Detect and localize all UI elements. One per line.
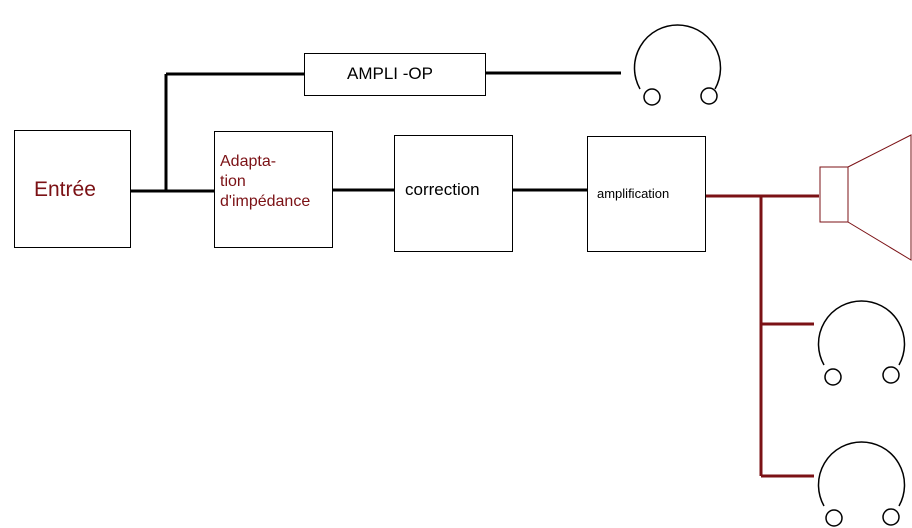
headphones-icon [817,300,906,386]
adaptation-label-line2: tion [220,173,246,190]
entree-block [14,130,131,248]
correction-label: correction [405,180,480,199]
output-lines [706,194,819,478]
headphones-icon [633,24,722,106]
adaptation-label-line1: Adapta- [220,153,277,170]
correction-block [394,135,513,252]
speaker-icon [819,134,912,261]
ampli-op-label: AMPLI -OP [347,64,433,83]
signal-lines [131,71,621,193]
adaptation-label-line3: d'impédance [220,193,311,210]
adaptation-block [214,131,333,248]
amplification-label: amplification [597,186,670,201]
headphones-icon [817,441,906,527]
amplification-block [587,136,706,252]
entree-label: Entrée [34,178,96,201]
ampli-op-block [304,53,486,96]
